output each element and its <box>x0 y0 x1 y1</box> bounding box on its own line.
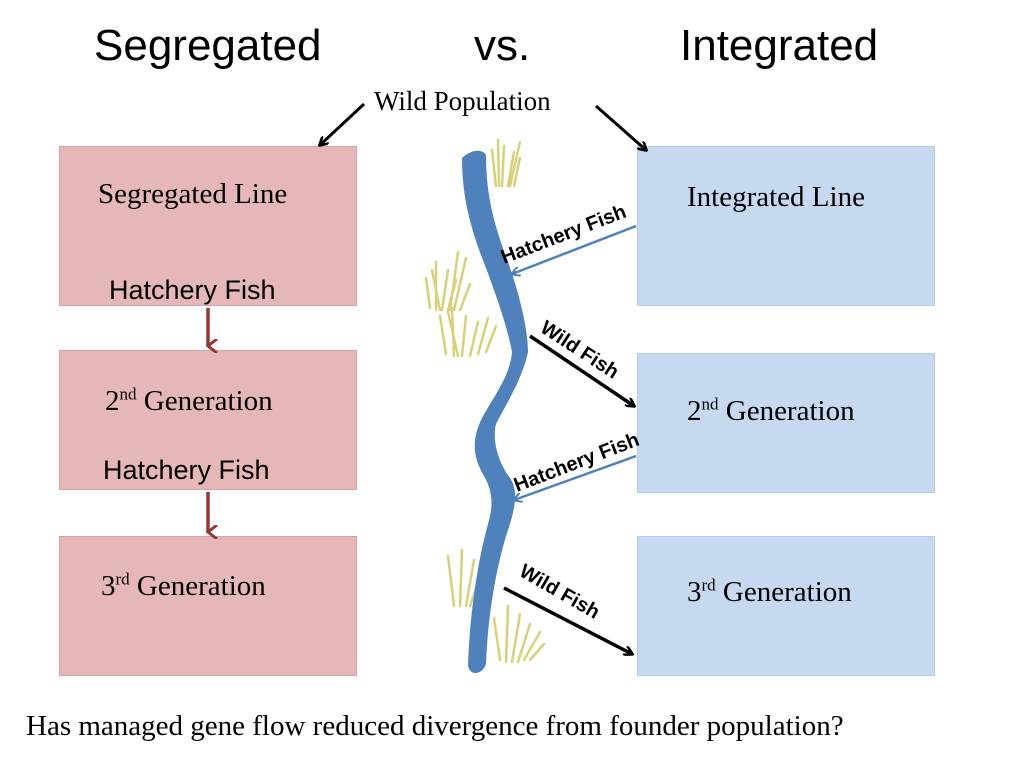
segregated-gen3-title: 3rd Generation <box>101 569 266 602</box>
wild-population-label: Wild Population <box>374 86 551 116</box>
grass-tuft <box>424 250 472 312</box>
segregated-heading: Segregated <box>94 21 322 70</box>
grass-tuft <box>438 306 498 358</box>
wild-fish-arrow <box>503 586 632 654</box>
research-question: Has managed gene flow reduced divergence… <box>26 710 844 742</box>
integrated-gen3-box: 3rd Generation <box>637 536 935 676</box>
segregated-gen3-box: 3rd Generation <box>59 536 357 676</box>
hatchery-fish-arrow <box>512 224 637 274</box>
wild-to-segregated-arrow <box>320 102 366 145</box>
versus-heading: vs. <box>474 21 531 70</box>
hatchery-fish-label: Hatchery Fish <box>511 429 642 497</box>
grass-tuft <box>492 604 546 664</box>
hatchery-fish-arrow <box>514 454 637 500</box>
river <box>462 150 528 673</box>
segregated-line-box: Segregated Line Hatchery Fish <box>59 146 357 306</box>
segregated-gen2-title: 2nd Generation <box>105 384 273 417</box>
integrated-line-title: Integrated Line <box>687 181 865 213</box>
segregated-line-title: Segregated Line <box>98 178 288 210</box>
integrated-heading: Integrated <box>680 21 879 70</box>
integrated-gen2-title: 2nd Generation <box>687 394 855 427</box>
wild-fish-label: Wild Fish <box>516 560 604 623</box>
integrated-gen3-title: 3rd Generation <box>687 575 852 608</box>
grass-tuft <box>490 138 522 188</box>
integrated-line-box: Integrated Line <box>637 146 935 306</box>
wild-fish-arrow <box>529 334 634 406</box>
hatchery-fish-label: Hatchery Fish <box>498 201 629 269</box>
segregated-line-subtitle: Hatchery Fish <box>109 275 276 305</box>
integrated-gen2-box: 2nd Generation <box>637 353 935 493</box>
wild-to-integrated-arrow <box>595 104 646 150</box>
segregated-gen2-box: 2nd Generation Hatchery Fish <box>59 350 357 490</box>
segregated-gen2-subtitle: Hatchery Fish <box>103 455 270 485</box>
